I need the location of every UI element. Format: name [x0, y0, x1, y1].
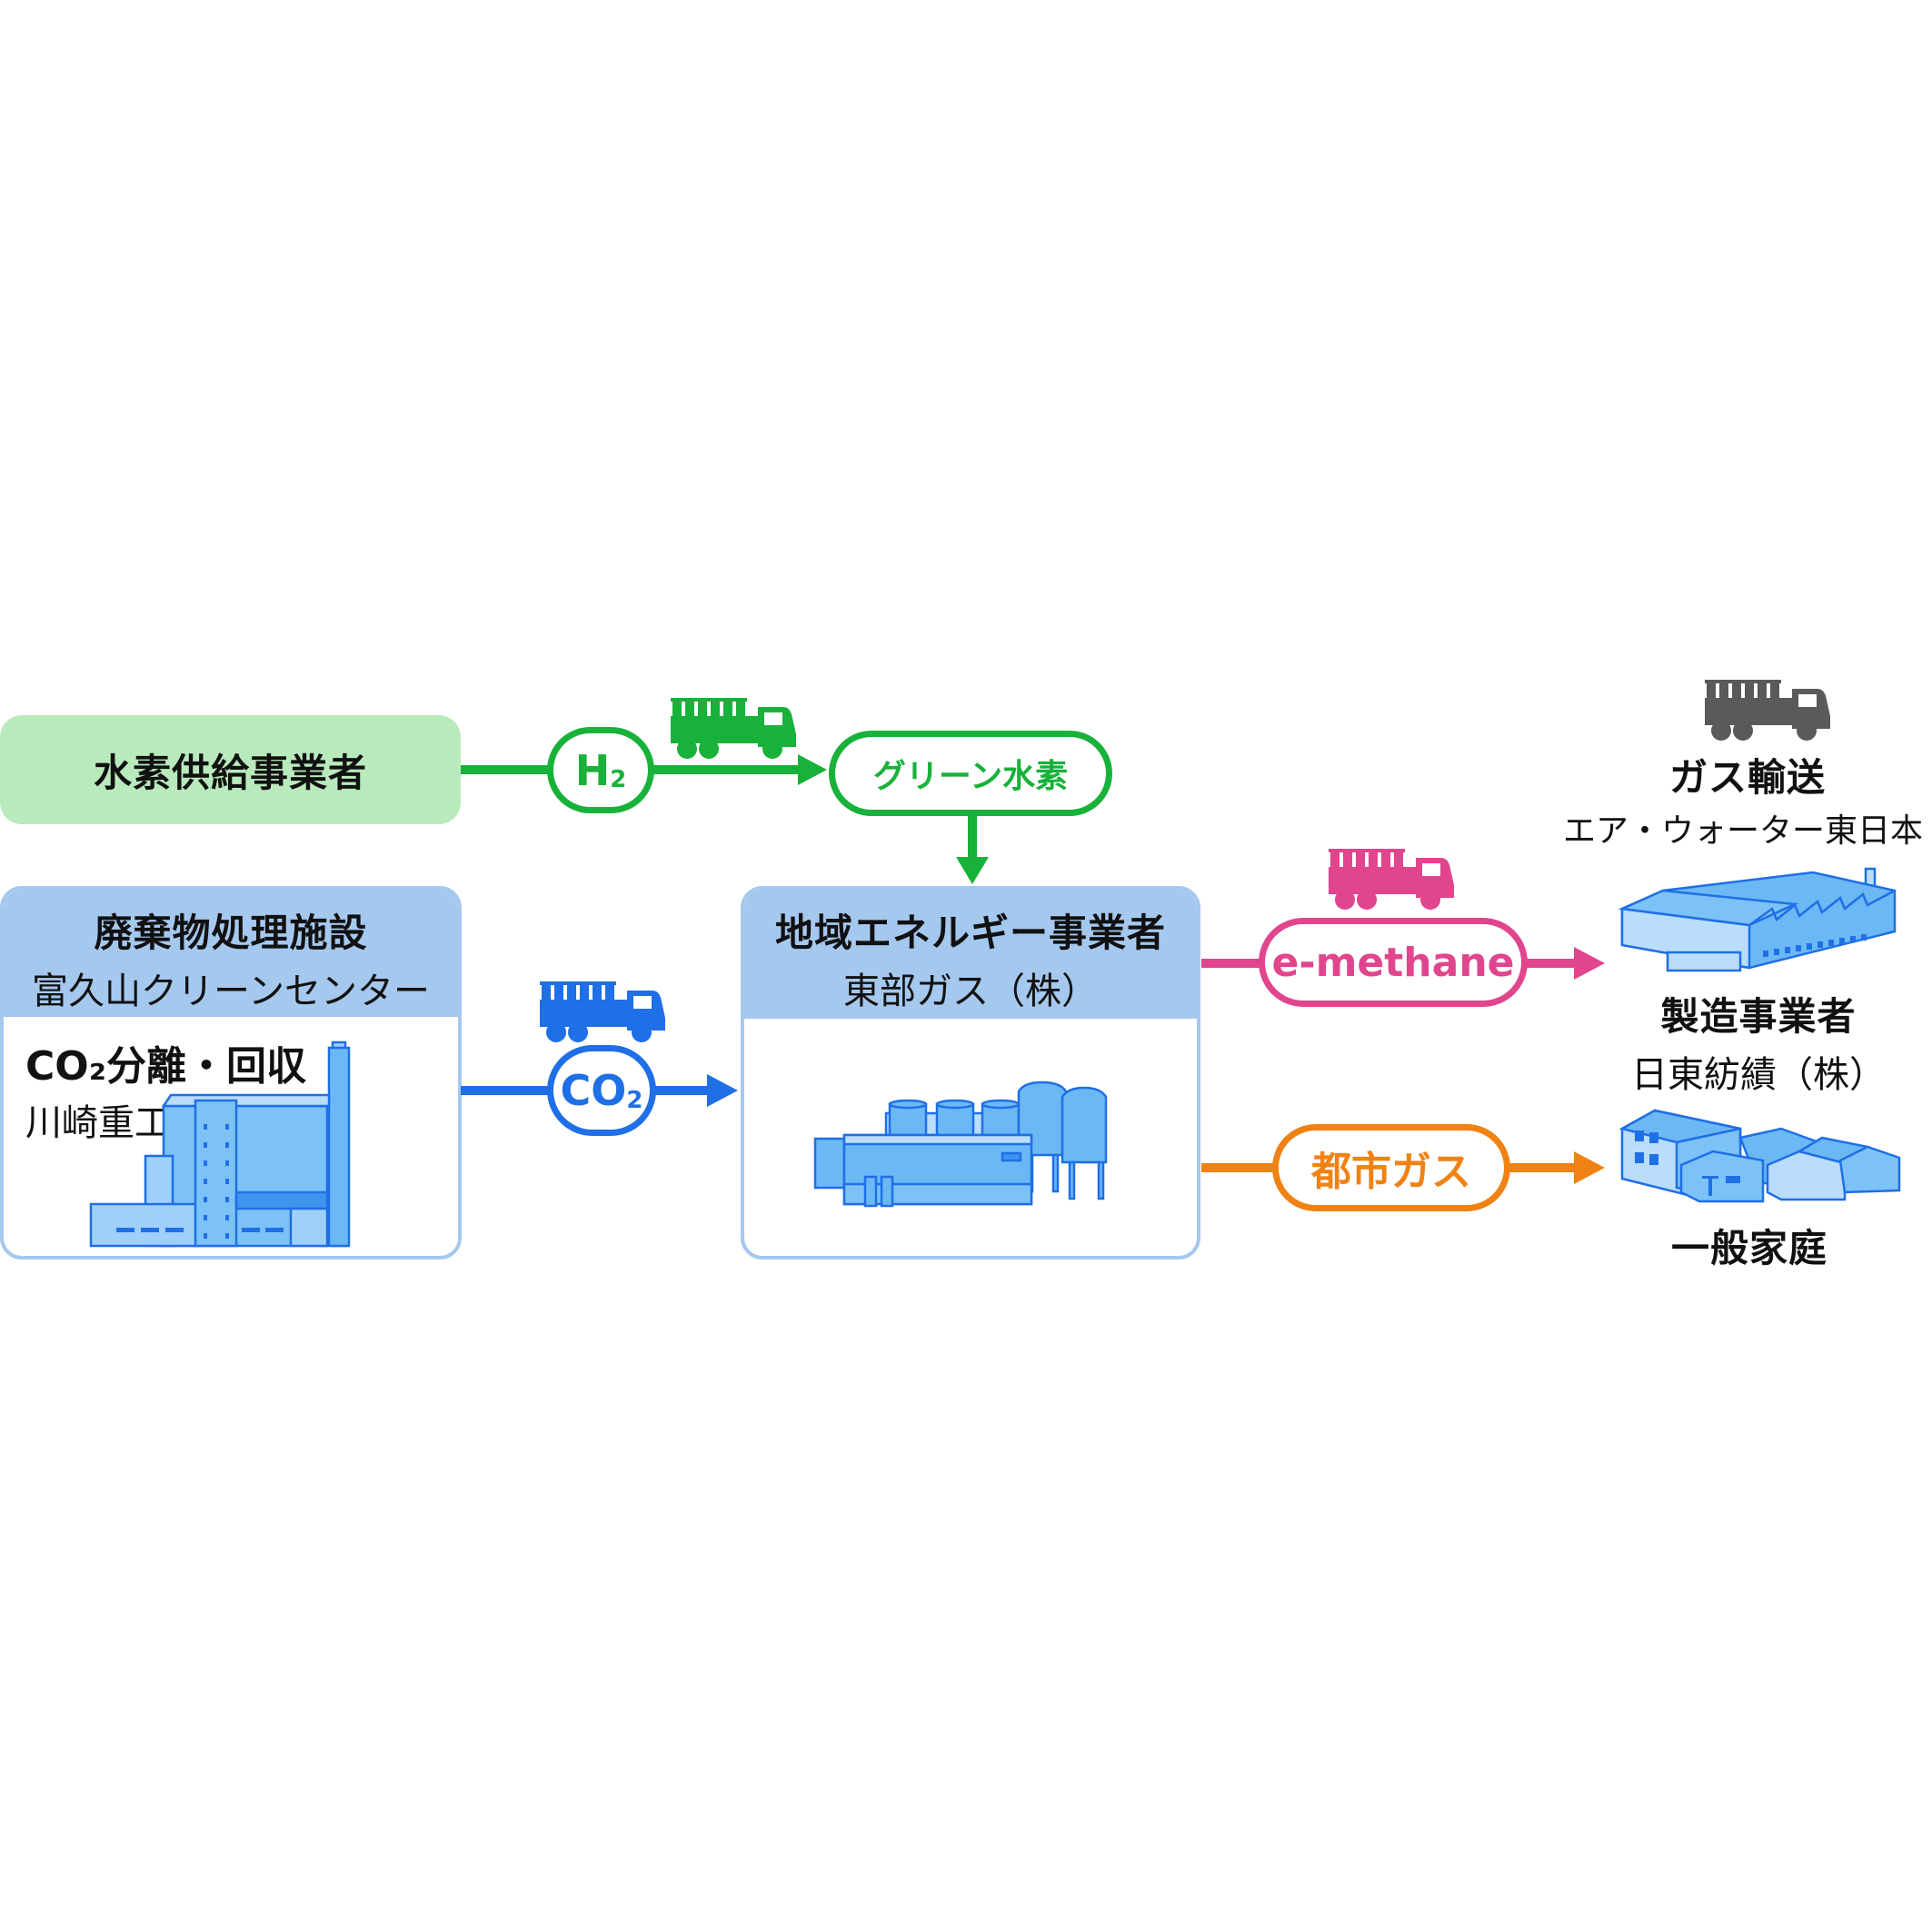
- h2-subscript: 2: [610, 765, 627, 793]
- green-h2-down-arrowhead: [956, 857, 989, 884]
- waste-facility-title: 廃棄物処理施設: [94, 911, 368, 955]
- green-hydrogen-pill: グリーン水素: [829, 731, 1112, 816]
- energy-operator-header: 地域エネルギー事業者 東部ガス（株）: [744, 890, 1197, 1019]
- energy-operator-name: 東部ガス（株）: [843, 971, 1098, 1012]
- green-hydrogen-label: グリーン水素: [872, 758, 1069, 795]
- e-methane-truck-icon: [1329, 849, 1454, 910]
- e-methane-pill: e-methane: [1259, 918, 1528, 1007]
- manufacturer-company: 日東紡績（株）: [1631, 1054, 1886, 1096]
- households-title: 一般家庭: [1670, 1226, 1827, 1270]
- methanation-plant-icon: [813, 1081, 1108, 1208]
- gas-transport-block: ガス輸送 エア・ウォーター東日本（株）: [1563, 747, 1932, 851]
- e-methane-label: e-methane: [1271, 939, 1515, 986]
- waste-facility-panel: 廃棄物処理施設 富久山クリーンセンター CO₂分離・回収 川崎重工業（株）: [0, 886, 462, 1260]
- co2-subscript: 2: [626, 1087, 643, 1114]
- h2-truck-icon: [671, 698, 796, 759]
- co2-arrowhead: [707, 1074, 738, 1107]
- co2-label: CO: [560, 1066, 627, 1115]
- city-gas-label: 都市ガス: [1311, 1149, 1471, 1195]
- energy-operator-panel: 地域エネルギー事業者 東部ガス（株）: [741, 886, 1200, 1260]
- city-gas-pill: 都市ガス: [1272, 1124, 1510, 1211]
- manufacturer-title: 製造事業者: [1660, 994, 1857, 1039]
- co2-truck-icon: [540, 981, 665, 1042]
- hydrogen-supplier-label: 水素供給事業者: [93, 750, 367, 795]
- waste-facility-name: 富久山クリーンセンター: [32, 971, 430, 1012]
- energy-operator-title: 地域エネルギー事業者: [774, 911, 1166, 955]
- e-methane-arrowhead: [1574, 947, 1605, 980]
- h2-label: H: [574, 745, 611, 795]
- gas-transport-company: エア・ウォーター東日本（株）: [1563, 812, 1932, 850]
- factory-icon: [1618, 867, 1897, 972]
- waste-facility-header: 廃棄物処理施設 富久山クリーンセンター: [4, 890, 458, 1017]
- manufacturer-block: 製造事業者 日東紡績（株）: [1599, 986, 1917, 1098]
- incineration-plant-icon: [89, 1041, 351, 1248]
- co2-capture-title: CO₂分離・回収: [25, 1043, 306, 1090]
- city-gas-arrowhead: [1574, 1151, 1605, 1184]
- h2-arrowhead: [798, 754, 827, 785]
- houses-icon: [1618, 1109, 1901, 1203]
- gas-transport-truck-icon: [1705, 680, 1830, 741]
- gas-transport-title: ガス輸送: [1668, 755, 1826, 800]
- households-block: 一般家庭: [1599, 1218, 1899, 1273]
- hydrogen-supplier-box: 水素供給事業者: [0, 715, 461, 824]
